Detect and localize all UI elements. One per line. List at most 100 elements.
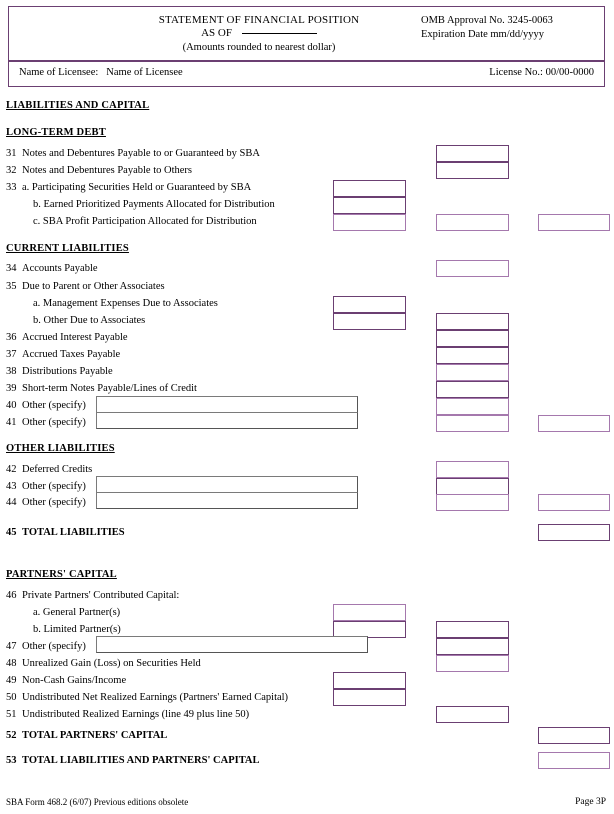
licensee-header-box: Name of Licensee: Name of Licensee Licens…: [8, 61, 605, 87]
line-41-number: 41: [6, 417, 17, 428]
line-46b-amount-col2[interactable]: [436, 621, 509, 638]
line-44-amount-col2[interactable]: [436, 494, 509, 511]
line-33c-label: c. SBA Profit Participation Allocated fo…: [33, 216, 257, 227]
line-50-amount-col1[interactable]: [333, 689, 406, 706]
line-33a-label: a. Participating Securities Held or Guar…: [22, 182, 252, 193]
license-no-label: License No.:: [489, 67, 543, 78]
line-38-number: 38: [6, 366, 17, 377]
line-37-label: Accrued Taxes Payable: [22, 349, 121, 360]
licensee-label: Name of Licensee:: [19, 67, 99, 78]
line-48-label: Unrealized Gain (Loss) on Securities Hel…: [22, 658, 201, 669]
line-41-amount-col2[interactable]: [436, 415, 509, 432]
line-49-label: Non-Cash Gains/Income: [22, 675, 127, 686]
line-41-amount-col3[interactable]: [538, 415, 610, 432]
line-42-number: 42: [6, 464, 17, 475]
line-35a-label: a. Management Expenses Due to Associates: [33, 298, 218, 309]
line-43-number: 43: [6, 481, 17, 492]
line-44-amount-col3[interactable]: [538, 494, 610, 511]
form-id-footer: SBA Form 468.2 (6/07) Previous editions …: [6, 797, 189, 807]
line-47-label: Other (specify): [22, 641, 86, 652]
as-of-blank-input[interactable]: [241, 32, 317, 34]
line-49-number: 49: [6, 675, 17, 686]
line-35b-amount-col1[interactable]: [333, 313, 406, 330]
line-47-amount-col2[interactable]: [436, 638, 509, 655]
line-53-number: 53: [6, 755, 17, 766]
license-no-value[interactable]: 00/00-0000: [545, 67, 594, 78]
line-33b-amount-col1[interactable]: [333, 197, 406, 214]
line-52-number: 52: [6, 730, 17, 741]
line-47-number: 47: [6, 641, 17, 652]
line-33a-amount-col1[interactable]: [333, 180, 406, 197]
line-39-number: 39: [6, 383, 17, 394]
line-44-label: Other (specify): [22, 497, 86, 508]
license-no-row: License No.: 00/00-0000: [489, 67, 594, 78]
as-of-line: AS OF: [9, 27, 509, 40]
line-43-amount-col2[interactable]: [436, 478, 509, 495]
line-53-label: TOTAL LIABILITIES AND PARTNERS' CAPITAL: [22, 755, 260, 766]
line-31-amount-col2[interactable]: [436, 145, 509, 162]
amounts-note: (Amounts rounded to nearest dollar): [182, 42, 336, 53]
page-number-footer: Page 3P: [575, 797, 606, 807]
line-46a-label: a. General Partner(s): [33, 607, 121, 618]
line-40-amount-col2[interactable]: [436, 398, 509, 415]
line-50-number: 50: [6, 692, 17, 703]
line-36-amount-col2[interactable]: [436, 330, 509, 347]
line-33c-amount-col3[interactable]: [538, 214, 610, 231]
line-33c-amount-col2[interactable]: [436, 214, 509, 231]
line-53-total-amount-col3[interactable]: [538, 752, 610, 769]
licensee-value[interactable]: Name of Licensee: [106, 67, 183, 78]
line-39-amount-col2[interactable]: [436, 381, 509, 398]
line-52-label: TOTAL PARTNERS' CAPITAL: [22, 730, 168, 741]
line-34-label: Accounts Payable: [22, 263, 98, 274]
licensee-row: Name of Licensee: Name of Licensee: [19, 67, 183, 78]
line-35-label: Due to Parent or Other Associates: [22, 281, 165, 292]
line-40-specify-input[interactable]: [96, 396, 358, 413]
section-long-term-debt: LONG-TERM DEBT: [6, 127, 106, 138]
line-40-label: Other (specify): [22, 400, 86, 411]
omb-approval: OMB Approval No. 3245-0063: [421, 15, 553, 26]
section-other-liabilities: OTHER LIABILITIES: [6, 443, 115, 454]
section-partners-capital: PARTNERS' CAPITAL: [6, 569, 117, 580]
line-41-label: Other (specify): [22, 417, 86, 428]
line-38-amount-col2[interactable]: [436, 364, 509, 381]
line-32-label: Notes and Debentures Payable to Others: [22, 165, 192, 176]
line-43-specify-input[interactable]: [96, 476, 358, 493]
line-46b-label: b. Limited Partner(s): [33, 624, 121, 635]
section-current-liabilities: CURRENT LIABILITIES: [6, 243, 129, 254]
line-51-label: Undistributed Realized Earnings (line 49…: [22, 709, 250, 720]
line-32-amount-col2[interactable]: [436, 162, 509, 179]
line-35-number: 35: [6, 281, 17, 292]
line-51-number: 51: [6, 709, 17, 720]
line-45-number: 45: [6, 527, 17, 538]
line-31-number: 31: [6, 148, 17, 159]
line-45-label: TOTAL LIABILITIES: [22, 527, 125, 538]
line-35a-amount-col1[interactable]: [333, 296, 406, 313]
line-35b-amount-col2[interactable]: [436, 313, 509, 330]
line-38-label: Distributions Payable: [22, 366, 113, 377]
line-48-amount-col2[interactable]: [436, 655, 509, 672]
line-48-number: 48: [6, 658, 17, 669]
line-44-specify-input[interactable]: [96, 492, 358, 509]
line-46-number: 46: [6, 590, 17, 601]
line-46-label: Private Partners' Contributed Capital:: [22, 590, 180, 601]
line-47-specify-input[interactable]: [96, 636, 368, 653]
line-39-label: Short-term Notes Payable/Lines of Credit: [22, 383, 197, 394]
section-liabilities-and-capital: LIABILITIES AND CAPITAL: [6, 100, 150, 111]
line-42-label: Deferred Credits: [22, 464, 93, 475]
line-52-total-amount-col3[interactable]: [538, 727, 610, 744]
line-37-number: 37: [6, 349, 17, 360]
line-46b-amount-col1[interactable]: [333, 621, 406, 638]
line-44-number: 44: [6, 497, 17, 508]
line-49-amount-col1[interactable]: [333, 672, 406, 689]
line-51-amount-col2[interactable]: [436, 706, 509, 723]
line-34-amount-col2[interactable]: [436, 260, 509, 277]
line-41-specify-input[interactable]: [96, 412, 358, 429]
line-33c-amount-col1[interactable]: [333, 214, 406, 231]
line-36-label: Accrued Interest Payable: [22, 332, 128, 343]
line-46a-amount-col1[interactable]: [333, 604, 406, 621]
line-45-total-amount-col3[interactable]: [538, 524, 610, 541]
line-42-amount-col2[interactable]: [436, 461, 509, 478]
line-33-number: 33: [6, 182, 17, 193]
line-37-amount-col2[interactable]: [436, 347, 509, 364]
